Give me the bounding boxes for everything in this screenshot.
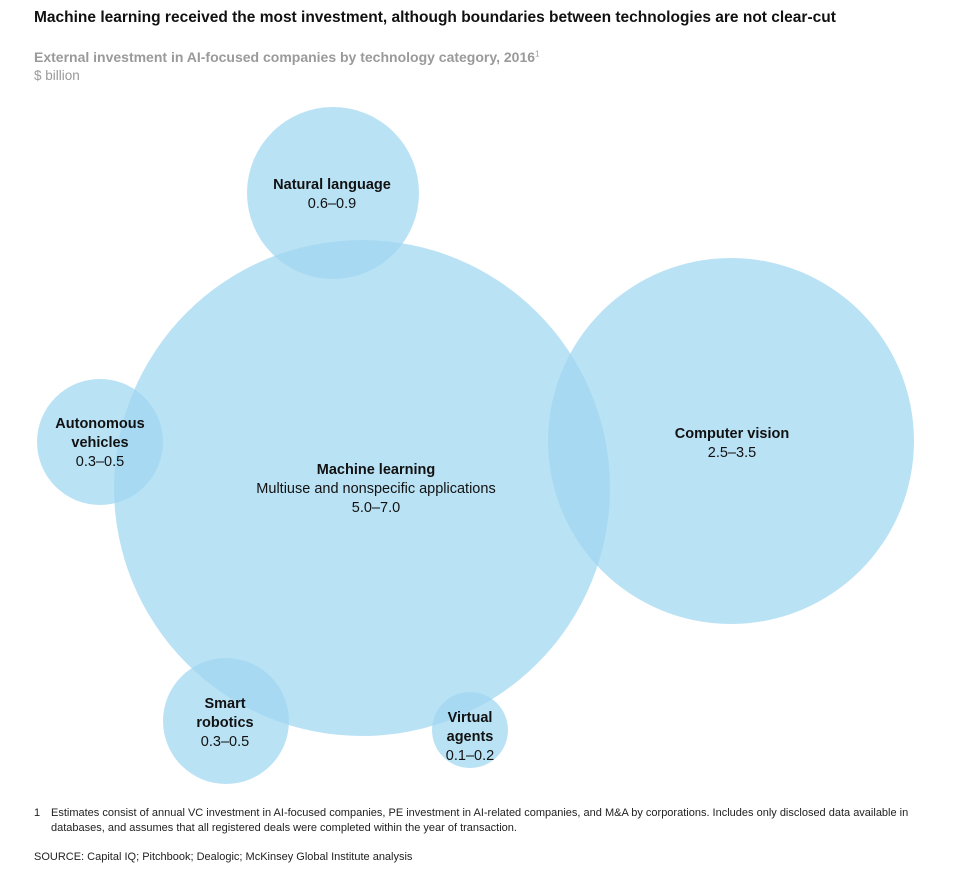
bubble-virtual-agents <box>432 692 508 768</box>
bubble-name: Machine learning <box>317 462 435 478</box>
bubble-smart-robotics <box>163 658 289 784</box>
bubble-value: 0.3–0.5 <box>201 734 249 750</box>
subtitle-text: External investment in AI-focused compan… <box>34 49 536 65</box>
bubble-name: vehicles <box>71 435 128 451</box>
bubble-label-computer-vision: Computer vision 2.5–3.5 <box>675 426 789 461</box>
bubble-name: robotics <box>196 715 253 731</box>
bubble-label-virtual-agents: Virtual agents 0.1–0.2 <box>446 710 494 764</box>
bubble-name: Computer vision <box>675 426 789 442</box>
chart-subtitle: External investment in AI-focused compan… <box>34 49 540 65</box>
bubble-autonomous-vehicles <box>37 379 163 505</box>
bubble-label-autonomous-vehicles: Autonomous vehicles 0.3–0.5 <box>55 416 144 470</box>
bubble-machine-learning <box>114 240 610 736</box>
bubble-value: 2.5–3.5 <box>708 445 756 461</box>
footnote-number: 1 <box>34 807 41 819</box>
chart-headline: Machine learning received the most inves… <box>34 9 836 26</box>
bubble-description: Multiuse and nonspecific applications <box>256 481 495 497</box>
unit-label: $ billion <box>34 68 80 83</box>
bubble-name: Autonomous <box>55 416 144 432</box>
footnote: 1 Estimates consist of annual VC investm… <box>34 806 914 836</box>
bubble-name: agents <box>447 729 494 745</box>
subtitle-footnote-marker: 1 <box>535 49 540 59</box>
bubble-name: Smart <box>204 696 245 712</box>
bubble-value: 5.0–7.0 <box>352 500 400 516</box>
bubble-label-smart-robotics: Smart robotics 0.3–0.5 <box>196 696 253 750</box>
bubble-name: Natural language <box>273 177 391 193</box>
footnote-text: Estimates consist of annual VC investmen… <box>51 807 909 834</box>
bubble-name: Virtual <box>448 710 493 726</box>
bubble-label-natural-language: Natural language 0.6–0.9 <box>273 177 391 212</box>
bubble-value: 0.3–0.5 <box>76 454 124 470</box>
bubble-value: 0.6–0.9 <box>308 196 356 212</box>
bubble-value: 0.1–0.2 <box>446 748 494 764</box>
source-note: SOURCE: Capital IQ; Pitchbook; Dealogic;… <box>34 851 413 863</box>
bubble-natural-language <box>247 107 419 279</box>
bubble-computer-vision <box>548 258 914 624</box>
